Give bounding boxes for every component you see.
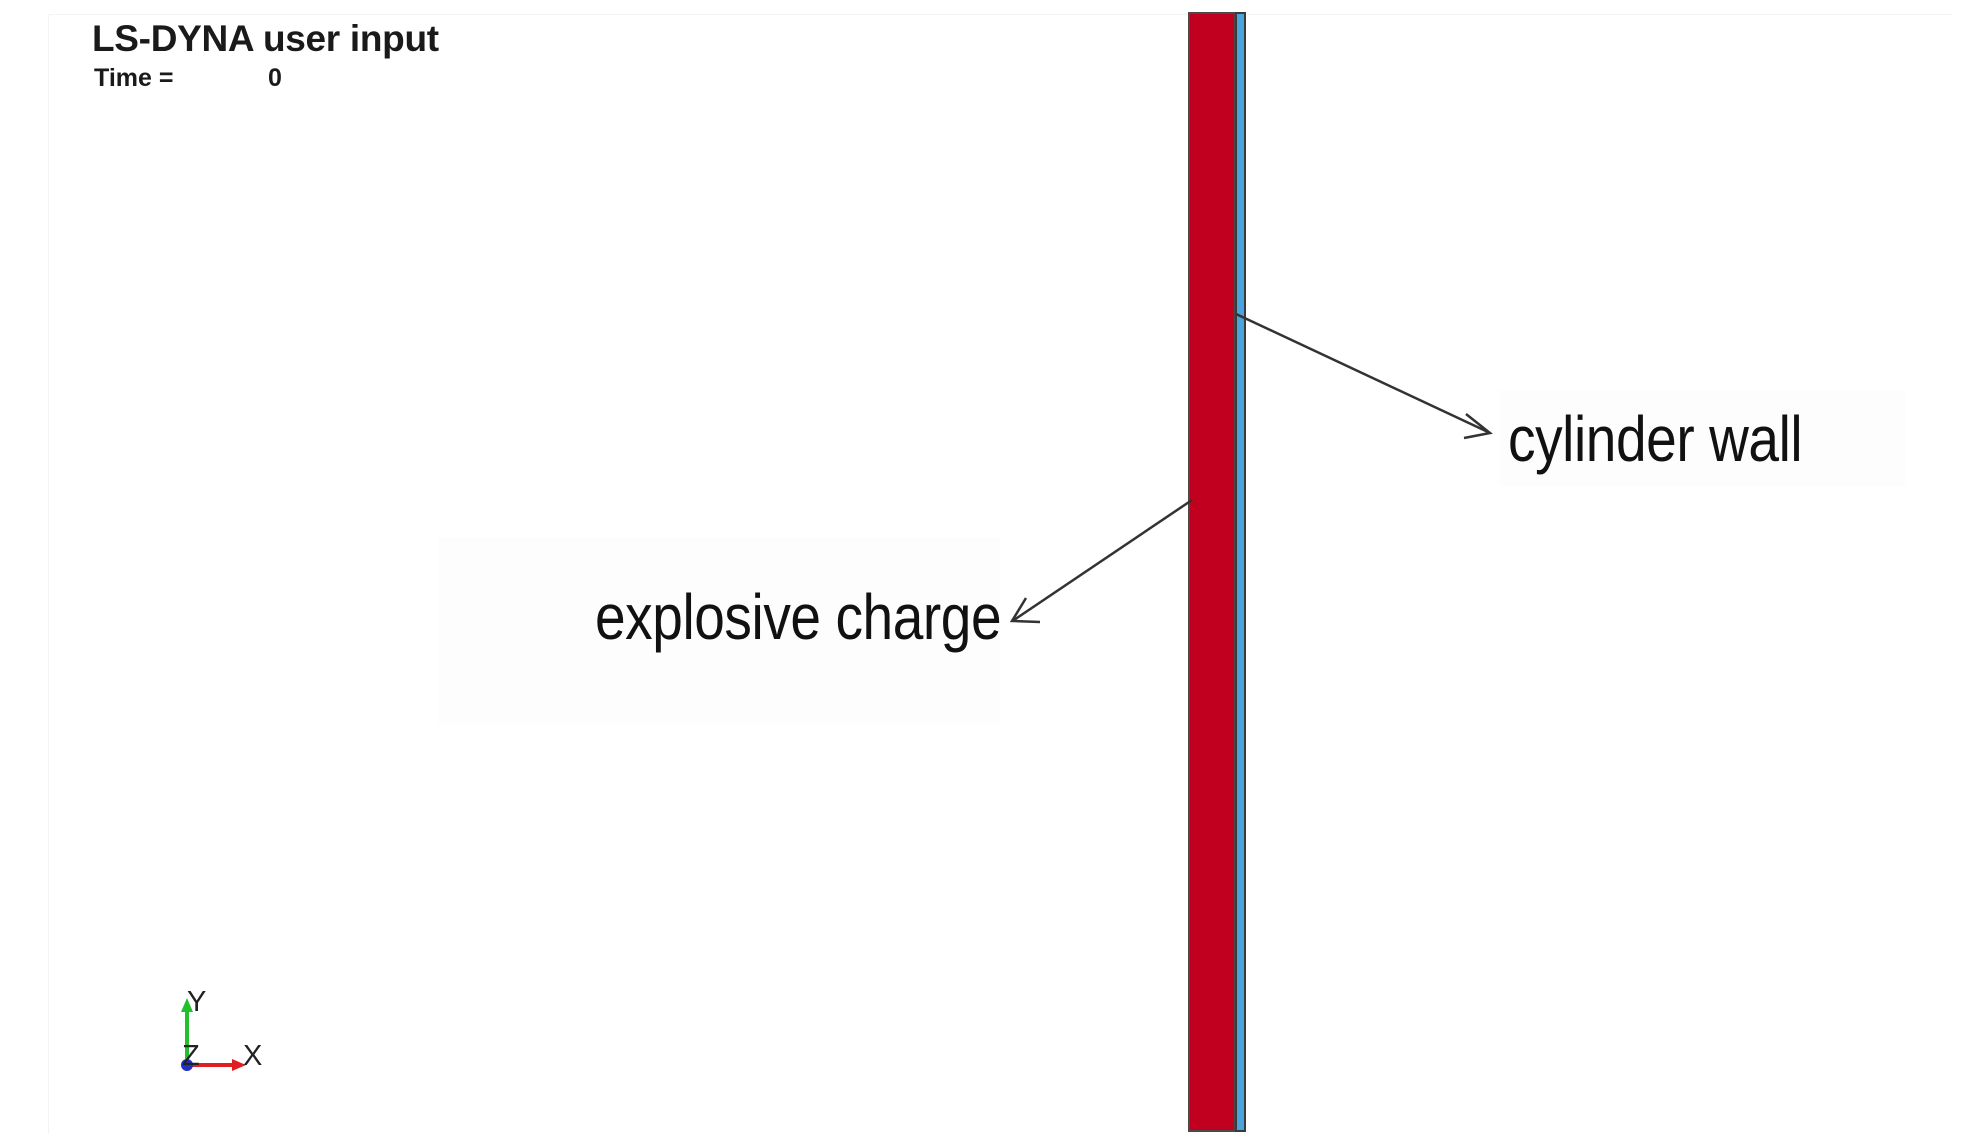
time-label: Time = xyxy=(94,64,174,92)
triad-y-label: Y xyxy=(187,986,207,1018)
charge-label-box xyxy=(438,538,1000,724)
viewport-background xyxy=(48,14,1953,1134)
triad-x-label: X xyxy=(243,1040,263,1072)
explosive-charge-part[interactable] xyxy=(1188,12,1236,1132)
wall-label-box xyxy=(1500,390,1905,486)
model-title: LS-DYNA user input xyxy=(92,18,439,59)
cylinder-wall-label: cylinder wall xyxy=(1508,403,1803,475)
triad-z-label: Z xyxy=(182,1040,200,1072)
time-value: 0 xyxy=(268,64,282,92)
cylinder-wall-part[interactable] xyxy=(1235,12,1246,1132)
explosive-charge-label: explosive charge xyxy=(595,581,1002,653)
